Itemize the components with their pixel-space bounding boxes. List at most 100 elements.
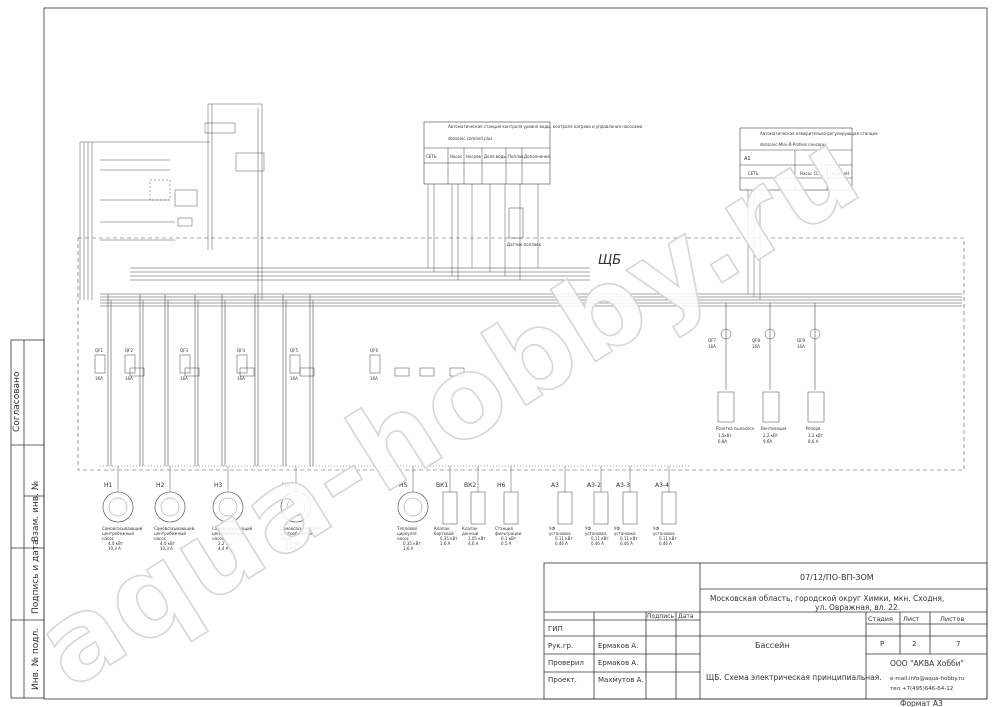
a2-station-box	[423, 121, 551, 185]
a1-title: Автоматическая измерительно-регулирующая…	[760, 131, 878, 136]
load-desc: Самовсасывающий	[280, 526, 321, 531]
load-box	[442, 491, 458, 525]
address-line-2: ул. Овражная, вл. 22.	[815, 603, 900, 612]
right-breaker-rating: 16A	[797, 344, 805, 349]
load-desc: Самовсасывающий	[102, 526, 143, 531]
breaker-symbol	[94, 354, 106, 374]
load-desc: донный	[462, 531, 479, 536]
busbars	[100, 267, 962, 307]
load-id: Н6	[497, 482, 506, 489]
load-id: Н2	[156, 482, 165, 489]
rcd-symbol	[720, 328, 732, 340]
side-label-replace: Взам. инв. №	[31, 481, 41, 542]
motor-symbol	[154, 491, 186, 523]
contactor-symbol	[419, 367, 435, 377]
contactor-symbol	[299, 367, 315, 377]
motor-inner-symbol	[218, 497, 238, 517]
load-id: А3-2	[587, 482, 601, 489]
load-power: 0,1 кВт	[501, 536, 517, 541]
breaker-id: QF4	[237, 348, 245, 353]
doc-code: 07/12/ПО-ВП-ЗОМ	[800, 573, 874, 582]
breaker-rating: 16A	[125, 376, 133, 381]
breaker-rating: 16A	[370, 376, 378, 381]
load-desc: установка	[614, 531, 636, 536]
a2-col-label: Дополнение	[524, 154, 550, 159]
load-current: 4,4 А	[218, 546, 229, 551]
load-id: А3-3	[616, 482, 630, 489]
load-id: А3	[551, 482, 559, 489]
object-name: Бассейн	[755, 641, 790, 650]
rcd-symbol	[809, 328, 821, 340]
breaker-rating: 16A	[290, 376, 298, 381]
load-desc: центробежный	[280, 531, 312, 536]
breaker-symbol	[369, 354, 381, 374]
a2-col-label: Нагрев	[466, 154, 482, 159]
load-desc: Самовсасывающий	[212, 526, 253, 531]
load-desc: Клапан	[434, 526, 450, 531]
breaker-id: QF1	[95, 348, 103, 353]
hdr-date: Дата	[678, 613, 694, 620]
load-id: Н5	[399, 482, 408, 489]
contactor-symbol	[394, 367, 410, 377]
load-desc: УФ	[653, 526, 659, 531]
val-sheet: 2	[912, 640, 916, 648]
load-desc: Самовсасывающий	[154, 526, 195, 531]
load-desc: насос	[280, 536, 292, 541]
load-current: 10,3 А	[160, 546, 173, 551]
hdr-stage: Стадия	[868, 615, 893, 623]
load-power: 0,11 кВт	[591, 536, 609, 541]
breaker-id: QF3	[180, 348, 188, 353]
load-desc: насос	[102, 536, 114, 541]
right-load-power: 2,2 кВт	[763, 433, 779, 438]
rcd-symbol	[764, 328, 776, 340]
right-load-current: 8,6 А	[808, 439, 819, 444]
a1-col-net: СЕТЬ	[748, 171, 759, 176]
load-box	[557, 491, 573, 525]
load-box	[622, 491, 638, 525]
contactor-symbol	[129, 367, 145, 377]
side-label-agreed: Согласовано	[12, 371, 22, 432]
motor-inner-symbol	[403, 497, 423, 517]
load-power: 2,5 кВт	[286, 541, 302, 546]
load-id: Н4	[282, 482, 291, 489]
breaker-rating: 16A	[237, 376, 245, 381]
right-load-desc: Резерв	[806, 426, 821, 431]
load-power: 0,11 кВт	[659, 536, 677, 541]
title-block	[543, 562, 988, 700]
load-power: 0,11 кВт	[620, 536, 638, 541]
breaker-id: QF2	[125, 348, 133, 353]
load-current: 0,5 А	[501, 541, 512, 546]
load-id: ВК2	[464, 482, 476, 489]
load-current: 4,6 А	[468, 541, 479, 546]
address-line-1: Московская область, городской округ Химк…	[710, 594, 944, 603]
a2-title: Автоматическая станция контроля уровня в…	[448, 124, 643, 129]
right-breaker-id: QF9	[797, 338, 805, 343]
load-current: 1,6 А	[403, 546, 414, 551]
load-power: 0,35 кВт	[440, 536, 458, 541]
right-breaker-id: QF8	[752, 338, 760, 343]
load-power: 1,05 кВт	[468, 536, 486, 541]
load-desc: фильтрации	[495, 531, 522, 536]
load-desc: бортовой	[434, 531, 454, 536]
load-current: 0,46 А	[555, 541, 568, 546]
role-lead: Рук.гр.	[548, 642, 573, 650]
load-current: 6,9 А	[286, 546, 297, 551]
company-phone: тел.+7(495)646-64-12	[890, 686, 953, 692]
contactor-symbol	[184, 367, 200, 377]
load-desc: установка	[585, 531, 607, 536]
right-load-box	[807, 391, 825, 423]
load-current: 0,46 А	[591, 541, 604, 546]
motor-symbol	[212, 491, 244, 523]
load-current: 10,3 А	[108, 546, 121, 551]
company-name: ООО "АКВА Хобби"	[890, 659, 964, 668]
a1-drops	[747, 190, 761, 300]
a2-col-label: Доля воды	[484, 154, 507, 159]
watermark: aqua-hobby.ru	[15, 104, 882, 707]
a2-drops	[427, 184, 539, 280]
motor-symbol	[397, 491, 429, 523]
a2-col-label: Насос	[450, 154, 462, 159]
load-power: 0,11 кВт	[555, 536, 573, 541]
